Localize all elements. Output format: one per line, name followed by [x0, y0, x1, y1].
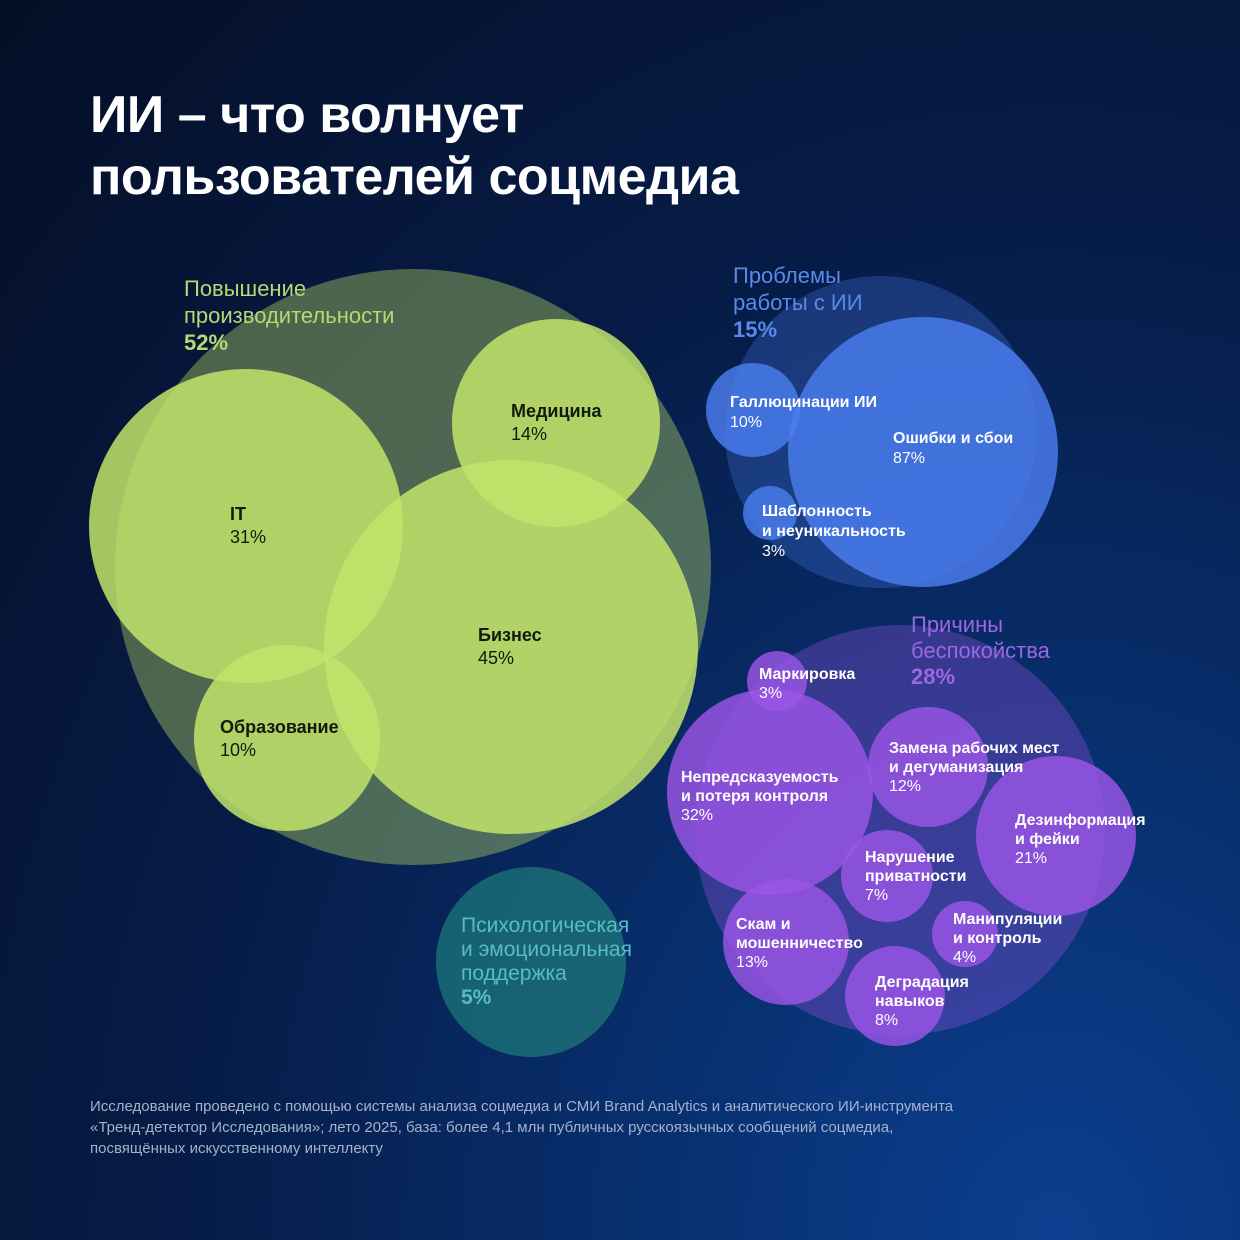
- page-title-line: ИИ – что волнует: [90, 86, 524, 144]
- category-percent: 28%: [911, 664, 955, 689]
- subcategory-label: Образование 10%: [220, 717, 339, 760]
- subcategory-bubble: [194, 645, 380, 831]
- category-label-line: Повышение: [184, 276, 306, 301]
- footnote: Исследование проведено с помощью системы…: [90, 1096, 1170, 1159]
- subcategory-label-line: Скам и: [736, 916, 791, 933]
- footnote-line: «Тренд-детектор Исследования»; лето 2025…: [90, 1119, 894, 1136]
- subcategory-percent: 7%: [865, 887, 888, 904]
- subcategory-percent: 3%: [759, 685, 782, 702]
- subcategory-bubble: [706, 363, 800, 457]
- subcategory-label-line: и неуникальность: [762, 523, 906, 540]
- subcategory-label: Шаблонность и неуникальность 3%: [762, 503, 906, 560]
- subcategory-label-line: и дегуманизация: [889, 759, 1023, 776]
- subcategory-label-line: и потеря контроля: [681, 788, 828, 805]
- subcategory-label-line: Образование: [220, 717, 339, 737]
- subcategory-label-line: Непредсказуемость: [681, 769, 839, 786]
- page-title-line: пользователей соцмедиа: [90, 148, 739, 206]
- subcategory-label: Медицина 14%: [511, 401, 602, 444]
- subcategory-label-line: Замена рабочих мест: [889, 740, 1059, 757]
- subcategory-label-line: и контроль: [953, 930, 1042, 947]
- category-percent: 52%: [184, 330, 228, 355]
- subcategory-percent: 13%: [736, 954, 768, 971]
- subcategory-label: IT 31%: [230, 504, 266, 547]
- category-label-line: Проблемы: [733, 263, 841, 288]
- category-label-line: поддержка: [461, 962, 567, 985]
- category-label-line: Психологическая: [461, 914, 629, 937]
- subcategory-label: Непредсказуемость и потеря контроля 32%: [681, 769, 839, 824]
- subcategory-bubble: [868, 707, 988, 827]
- subcategory-bubble: [932, 901, 998, 967]
- subcategory-percent: 45%: [478, 648, 514, 668]
- subcategory-percent: 10%: [730, 414, 762, 431]
- subcategory-percent: 21%: [1015, 850, 1047, 867]
- footnote-line: посвящённых искусственному интеллекту: [90, 1140, 383, 1157]
- subcategory-label-line: Шаблонность: [762, 503, 872, 520]
- subcategory-label: Маркировка 3%: [759, 666, 855, 702]
- subcategory-label-line: мошенничество: [736, 935, 863, 952]
- subcategory-label: Нарушение приватности 7%: [865, 849, 966, 904]
- category-label-line: и эмоциональная: [461, 938, 632, 961]
- subcategory-percent: 8%: [875, 1012, 898, 1029]
- subcategory-bubble: [89, 369, 403, 683]
- subcategory-percent: 14%: [511, 424, 547, 444]
- category-label-line: Причины: [911, 612, 1003, 637]
- subcategory-label: Дезинформация и фейки 21%: [1015, 812, 1146, 867]
- subcategory-label: Замена рабочих мест и дегуманизация 12%: [889, 740, 1059, 795]
- subcategory-label-line: Ошибки и сбои: [893, 430, 1013, 447]
- subcategory-label-line: Галлюцинации ИИ: [730, 394, 877, 411]
- subcategory-label: Бизнес 45%: [478, 625, 542, 668]
- subcategory-label: Галлюцинации ИИ 10%: [730, 394, 877, 431]
- subcategory-percent: 3%: [762, 543, 785, 560]
- subcategory-label-line: Деградация: [875, 974, 969, 991]
- category-bubble: [436, 867, 626, 1057]
- subcategory-percent: 10%: [220, 740, 256, 760]
- subcategory-percent: 32%: [681, 807, 713, 824]
- subcategory-percent: 31%: [230, 527, 266, 547]
- subcategory-label-line: Нарушение: [865, 849, 955, 866]
- subcategory-bubble: [845, 946, 945, 1046]
- category-label-line: производительности: [184, 303, 394, 328]
- subcategory-bubble: [723, 879, 849, 1005]
- subcategory-bubble: [788, 317, 1058, 587]
- subcategory-bubble: [324, 460, 698, 834]
- subcategory-label-line: Манипуляции: [953, 911, 1062, 928]
- subcategory-label-line: Дезинформация: [1015, 812, 1146, 829]
- subcategory-label-line: IT: [230, 504, 246, 524]
- subcategory-bubble: [976, 756, 1136, 916]
- subcategory-label-line: приватности: [865, 868, 966, 885]
- subcategory-label-line: навыков: [875, 993, 945, 1010]
- subcategory-percent: 87%: [893, 450, 925, 467]
- category-percent: 15%: [733, 317, 777, 342]
- category-percent: 5%: [461, 986, 492, 1009]
- subcategory-label-line: Маркировка: [759, 666, 855, 683]
- subcategory-label-line: Медицина: [511, 401, 602, 421]
- subcategory-bubble: [667, 689, 873, 895]
- subcategory-bubble: [743, 486, 797, 540]
- page-title: ИИ – что волнует пользователей соцмедиа: [90, 84, 739, 208]
- footnote-line: Исследование проведено с помощью системы…: [90, 1098, 954, 1115]
- subcategory-label-line: и фейки: [1015, 831, 1080, 848]
- subcategory-label: Скам и мошенничество 13%: [736, 916, 863, 971]
- subcategory-bubble: [841, 830, 933, 922]
- category-label-line: работы с ИИ: [733, 290, 863, 315]
- subcategory-label: Ошибки и сбои 87%: [893, 430, 1013, 467]
- category-label-line: беспокойства: [911, 638, 1051, 663]
- subcategory-label-line: Бизнес: [478, 625, 542, 645]
- subcategory-percent: 4%: [953, 949, 976, 966]
- subcategory-label: Манипуляции и контроль 4%: [953, 911, 1062, 966]
- subcategory-label: Деградация навыков 8%: [875, 974, 969, 1029]
- subcategory-percent: 12%: [889, 778, 921, 795]
- bubbles-layer: [89, 269, 1136, 1057]
